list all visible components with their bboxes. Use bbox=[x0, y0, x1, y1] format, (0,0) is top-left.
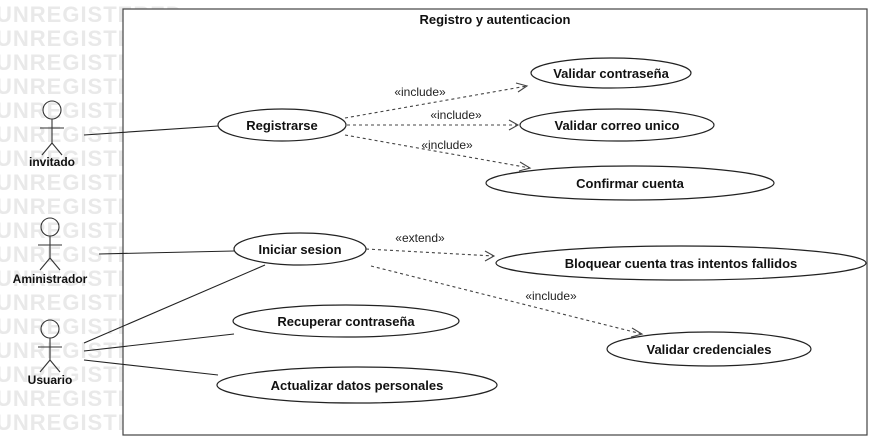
use-case-shape bbox=[233, 232, 367, 266]
use-case-label: Bloquear cuenta tras intentos fallidos bbox=[565, 256, 798, 271]
include-label: «include» bbox=[430, 108, 482, 122]
use-case-label: Validar credenciales bbox=[646, 342, 771, 357]
use-case-validar-correo[interactable]: Validar correo unico bbox=[519, 108, 715, 142]
use-case-confirmar-cuenta[interactable]: Confirmar cuenta bbox=[485, 165, 775, 201]
extend-arrowhead bbox=[484, 250, 496, 262]
include-label: «include» bbox=[394, 85, 446, 99]
include-arrowhead bbox=[508, 119, 520, 131]
actor-label-invitado: invitado bbox=[29, 155, 75, 169]
include-line-validar-contrasena[interactable] bbox=[344, 85, 528, 119]
use-case-actualizar-datos[interactable]: Actualizar datos personales bbox=[216, 366, 498, 404]
actor-right-leg bbox=[49, 257, 61, 271]
actor-right-leg bbox=[49, 359, 61, 373]
use-case-label: Validar contraseña bbox=[553, 66, 669, 81]
use-case-label: Iniciar sesion bbox=[258, 242, 341, 257]
system-boundary-title: Registro y autenticacion bbox=[420, 12, 571, 27]
actor-left-leg bbox=[39, 359, 51, 373]
use-case-shape bbox=[232, 304, 460, 338]
actor-left-leg bbox=[39, 257, 51, 271]
use-case-shape bbox=[485, 165, 775, 201]
system-boundary[interactable] bbox=[122, 8, 868, 436]
include-line-confirmar-cuenta[interactable] bbox=[344, 134, 531, 169]
actor-left-leg bbox=[41, 142, 53, 156]
use-case-bloquear-cuenta[interactable]: Bloquear cuenta tras intentos fallidos bbox=[495, 245, 867, 281]
actor-administrador[interactable]: Aministrador bbox=[13, 217, 88, 286]
use-case-shape bbox=[216, 366, 498, 404]
use-case-validar-contrasena[interactable]: Validar contraseña bbox=[530, 57, 692, 89]
actor-label-usuario: Usuario bbox=[28, 373, 73, 387]
use-case-validar-credenciales[interactable]: Validar credenciales bbox=[606, 331, 812, 367]
use-case-shape bbox=[495, 245, 867, 281]
use-case-shape bbox=[530, 57, 692, 89]
actor-label-administrador: Aministrador bbox=[13, 272, 88, 286]
association-invitado-registrarse[interactable] bbox=[83, 125, 219, 136]
use-case-shape bbox=[217, 108, 347, 142]
include-label: «include» bbox=[421, 138, 473, 152]
include-arrowhead bbox=[515, 82, 529, 93]
include-line-validar-credenciales[interactable] bbox=[370, 265, 643, 335]
use-case-label: Recuperar contraseña bbox=[277, 314, 415, 329]
include-arrowhead bbox=[518, 161, 532, 172]
use-case-shape bbox=[606, 331, 812, 367]
use-case-recuperar-contrasena[interactable]: Recuperar contraseña bbox=[232, 304, 460, 338]
include-label: «include» bbox=[525, 289, 577, 303]
association-usuario-iniciar-sesion[interactable] bbox=[83, 264, 266, 344]
use-case-label: Confirmar cuenta bbox=[576, 176, 684, 191]
include-arrowhead bbox=[630, 327, 644, 338]
association-usuario-recuperar[interactable] bbox=[83, 333, 235, 352]
actor-invitado[interactable]: invitado bbox=[29, 100, 75, 169]
use-case-label: Registrarse bbox=[246, 118, 318, 133]
use-case-label: Validar correo unico bbox=[555, 118, 680, 133]
extend-label: «extend» bbox=[395, 231, 445, 245]
association-administrador-iniciar-sesion[interactable] bbox=[98, 250, 235, 255]
association-usuario-actualizar[interactable] bbox=[83, 359, 219, 376]
use-case-shape bbox=[519, 108, 715, 142]
use-case-registrarse[interactable]: Registrarse bbox=[217, 108, 347, 142]
actor-usuario[interactable]: Usuario bbox=[28, 319, 73, 387]
use-case-label: Actualizar datos personales bbox=[271, 378, 444, 393]
actor-right-leg bbox=[51, 142, 63, 156]
use-case-iniciar-sesion[interactable]: Iniciar sesion bbox=[233, 232, 367, 266]
